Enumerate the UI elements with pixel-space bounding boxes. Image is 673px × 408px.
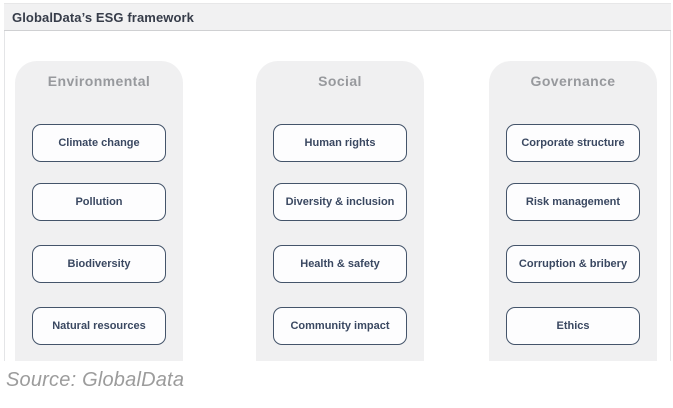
- chart-widget: GlobalData’s ESG framework Environmental…: [4, 3, 671, 361]
- esg-topic-box: Pollution: [32, 183, 166, 221]
- esg-topic-box: Corruption & bribery: [506, 245, 640, 283]
- esg-topic-box: Corporate structure: [506, 124, 640, 162]
- esg-topic-box: Climate change: [32, 124, 166, 162]
- esg-topic-box: Biodiversity: [32, 245, 166, 283]
- esg-topic-box: Human rights: [273, 124, 407, 162]
- esg-topic-box: Health & safety: [273, 245, 407, 283]
- chart-title-bar: GlobalData’s ESG framework: [4, 3, 671, 31]
- esg-topic-box: Risk management: [506, 183, 640, 221]
- esg-topic-box: Natural resources: [32, 307, 166, 345]
- pillar-title: Environmental: [47, 73, 151, 89]
- esg-topic-box: Ethics: [506, 307, 640, 345]
- pillar-title: Governance: [530, 73, 616, 89]
- pillar-title: Social: [318, 73, 362, 89]
- source-attribution: Source: GlobalData: [6, 369, 185, 391]
- esg-topic-box: Diversity & inclusion: [273, 183, 407, 221]
- chart-title: GlobalData’s ESG framework: [12, 9, 195, 25]
- esg-topic-box: Community impact: [273, 307, 407, 345]
